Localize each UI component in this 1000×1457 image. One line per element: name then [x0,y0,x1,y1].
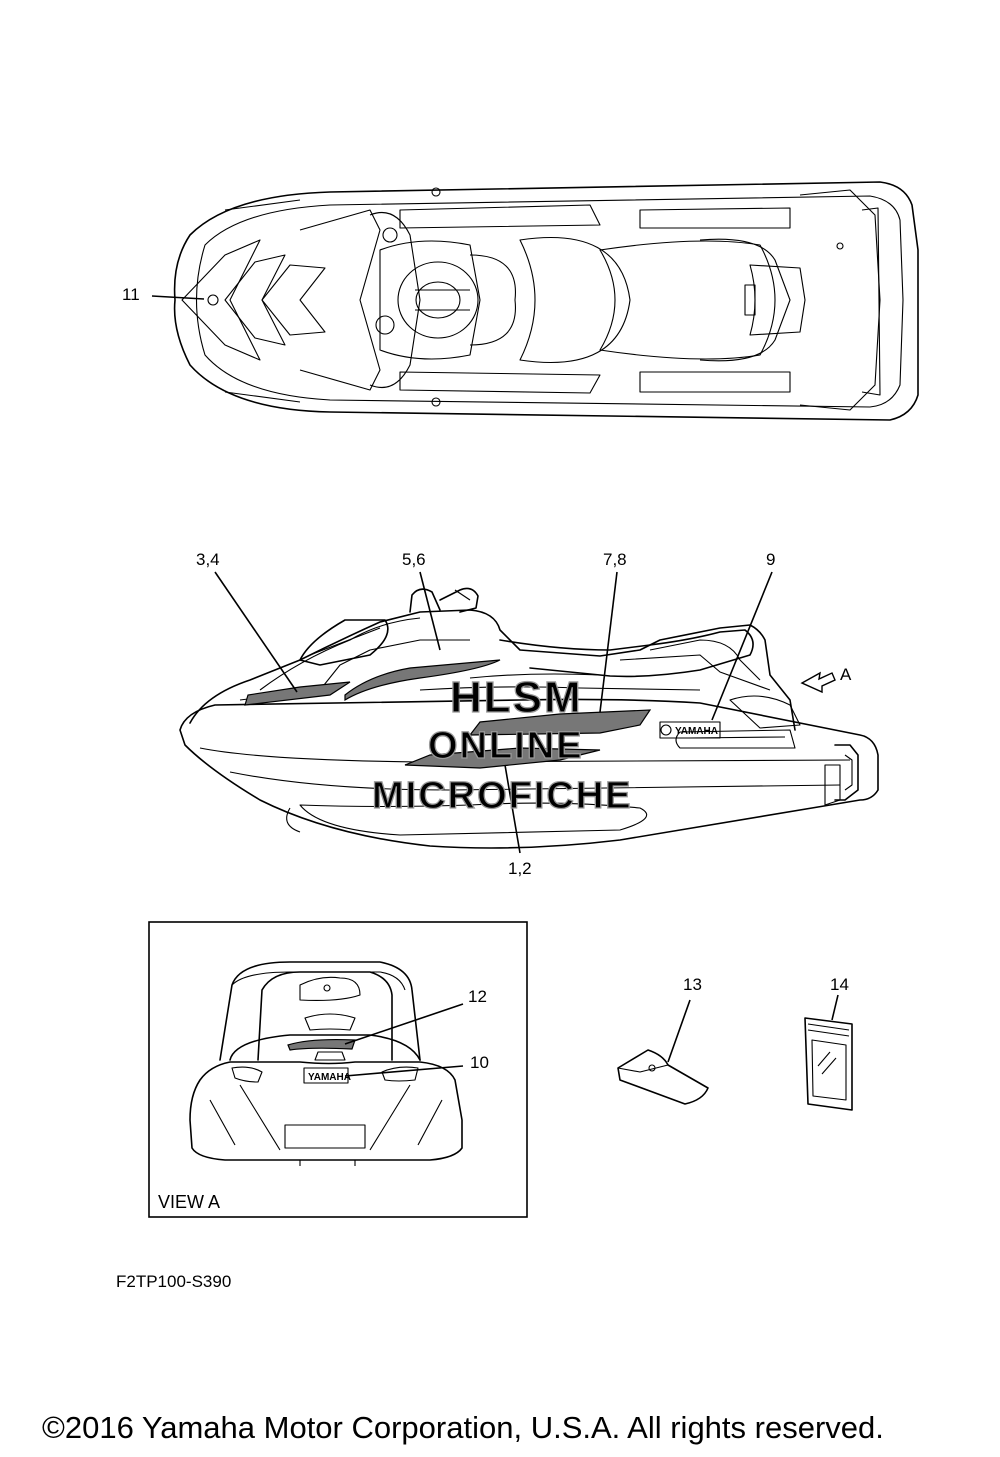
callout-12: 12 [468,987,487,1006]
side-decal-3-4 [244,681,351,706]
side-decal-9-badge [659,721,721,739]
leader-13 [667,999,691,1063]
side-view-watercraft: YAMAHA [179,587,879,849]
leader-5-6 [419,571,441,651]
top-view-watercraft [173,181,919,421]
leader-14 [831,994,839,1021]
callout-10: 10 [470,1053,489,1072]
callout-a: A [840,665,852,684]
svg-text:MICROFICHE: MICROFICHE [372,775,633,817]
leader-9 [711,571,773,721]
side-yamaha-decal: YAMAHA [675,726,718,737]
callout-14: 14 [830,975,849,994]
rear-decal-12 [287,1038,356,1051]
view-a-label: VIEW A [158,1192,220,1212]
leader-3-4 [214,571,298,693]
rear-yamaha-decal: YAMAHA [308,1072,351,1083]
watermark: HLSM ONLINE MICROFICHE [371,672,633,817]
part-14-document-holder [804,1017,853,1111]
view-a-frame [148,921,528,1218]
callout-5-6: 5,6 [402,550,426,569]
side-decal-7-8 [468,709,652,736]
part-code: F2TP100-S390 [116,1272,231,1291]
copyright-notice: ©2016 Yamaha Motor Corporation, U.S.A. A… [42,1410,884,1445]
leader-11 [151,295,205,300]
svg-text:HLSM: HLSM [450,673,583,722]
leader-12 [344,1003,464,1045]
side-decal-5-6 [344,659,501,702]
callout-1-2: 1,2 [508,859,532,878]
callout-11: 11 [122,285,140,304]
rear-view-watercraft: YAMAHA [189,961,463,1166]
leader-1-2 [504,764,521,854]
leader-7-8 [599,571,618,713]
callout-13: 13 [683,975,702,994]
callout-3-4: 3,4 [196,550,220,569]
view-a-arrow [800,671,836,694]
side-decal-1-2 [404,747,601,769]
callout-9: 9 [766,550,775,569]
callout-7-8: 7,8 [603,550,627,569]
leader-10 [344,1065,464,1077]
part-13-pouch [617,1049,709,1105]
svg-text:ONLINE: ONLINE [428,725,584,767]
